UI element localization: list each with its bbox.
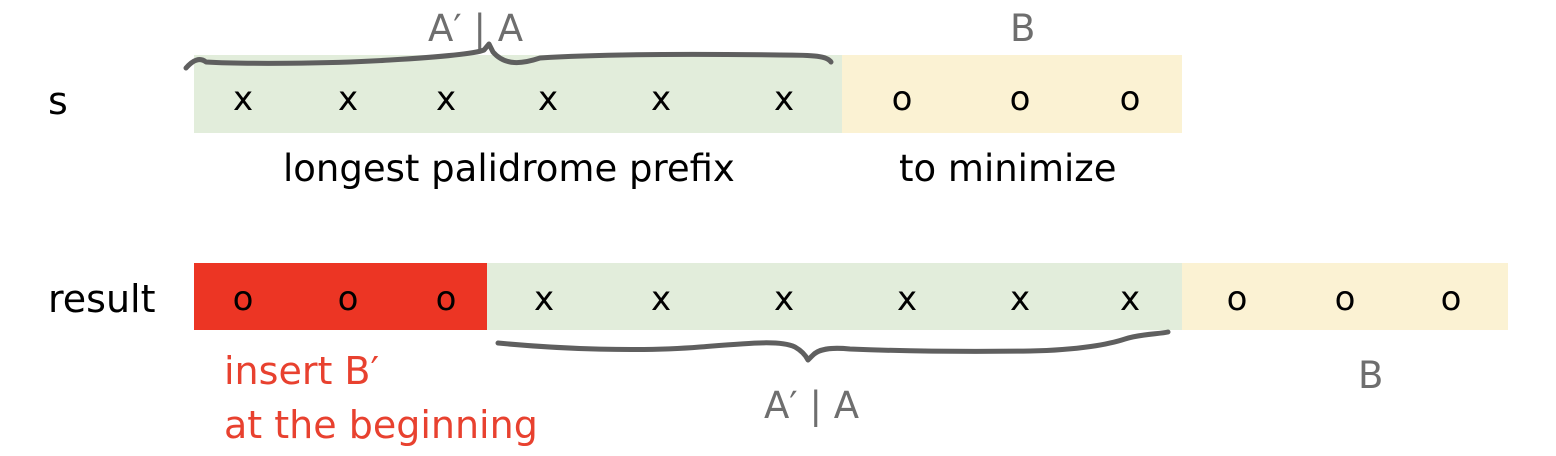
result-cell: x xyxy=(896,279,918,319)
s-suffix-band xyxy=(842,55,1182,133)
s-cell: x xyxy=(435,79,457,119)
result-cell: x xyxy=(773,279,795,319)
s-cell: o xyxy=(1009,79,1031,119)
result-suffix-band xyxy=(1182,263,1508,330)
suffix-caption: to minimize xyxy=(899,147,1117,190)
result-cell: o xyxy=(435,279,457,319)
s-prefix-band xyxy=(194,55,842,133)
result-cell: x xyxy=(1119,279,1141,319)
s-cell: o xyxy=(1119,79,1141,119)
result-inserted-band xyxy=(194,263,487,330)
result-cell: o xyxy=(1226,279,1248,319)
result-cell: o xyxy=(337,279,359,319)
top-b-label: B xyxy=(1010,7,1036,50)
s-cell: o xyxy=(891,79,913,119)
bottom-brace-label: A′ | A xyxy=(764,384,860,427)
s-cell: x xyxy=(537,79,559,119)
s-cell: x xyxy=(337,79,359,119)
s-cell: x xyxy=(232,79,254,119)
row-label-result: result xyxy=(48,277,156,321)
result-cell: o xyxy=(1440,279,1462,319)
top-brace-label: A′ | A xyxy=(428,7,524,50)
prefix-caption: longest palidrome prefix xyxy=(283,147,735,190)
s-cell: x xyxy=(650,79,672,119)
result-cell: o xyxy=(232,279,254,319)
result-cell: x xyxy=(1009,279,1031,319)
insert-note-line2: at the beginning xyxy=(224,403,538,447)
bottom-b-label: B xyxy=(1358,354,1384,397)
row-label-s: s xyxy=(48,79,68,123)
result-middle-band xyxy=(487,263,1182,330)
result-cell: o xyxy=(1334,279,1356,319)
result-cell: x xyxy=(533,279,555,319)
result-cell: x xyxy=(650,279,672,319)
insert-note-line1: insert B′ xyxy=(224,349,380,393)
s-cell: x xyxy=(773,79,795,119)
